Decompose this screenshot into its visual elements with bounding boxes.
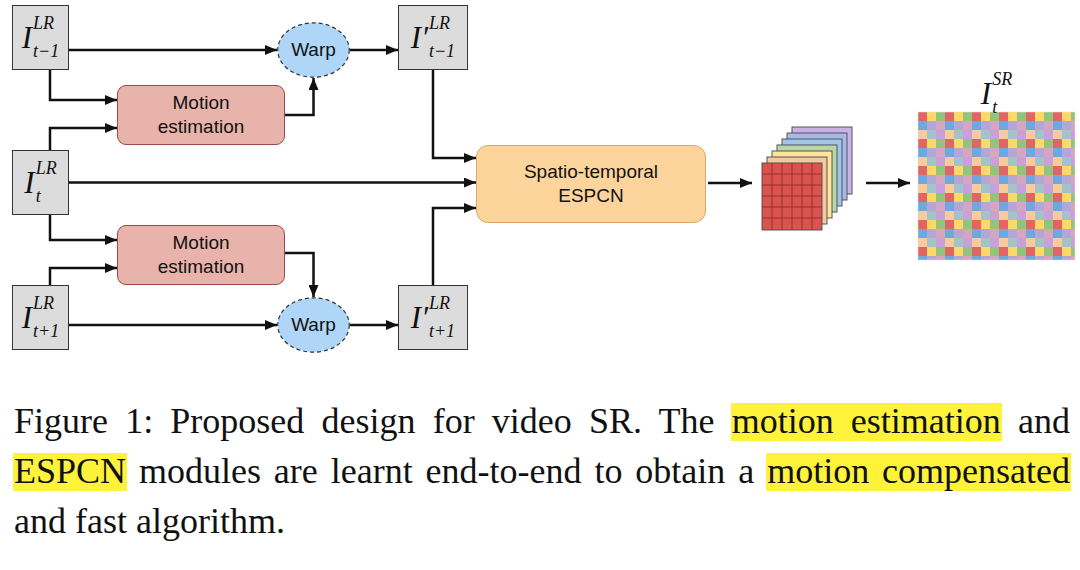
node-label: Warp: [291, 313, 336, 337]
sr-output-heading: ISR t: [918, 70, 1075, 129]
subscript: t: [992, 98, 1012, 117]
arrow-connector: [69, 181, 476, 184]
node-content: Motion estimation: [141, 91, 261, 139]
math-scripts: SR t: [992, 70, 1012, 117]
math-scripts: LR t−1: [429, 14, 455, 61]
node-label: Spatio-temporal ESPCN: [509, 160, 674, 208]
feature-stack: [762, 127, 852, 230]
math-scripts: LR t: [36, 159, 57, 206]
math-scripts: LR t−1: [33, 14, 59, 61]
warped-frame: I′LR t−1: [398, 5, 468, 70]
superscript: LR: [36, 159, 57, 178]
math-symbol: I′: [411, 22, 428, 53]
input-frame: ILR t+1: [12, 285, 69, 350]
math-symbol: I: [22, 22, 32, 53]
math-symbol: I: [24, 167, 34, 198]
figure-caption: Figure 1: Proposed design for video SR. …: [14, 396, 1070, 546]
node-content: ILR t: [24, 159, 56, 206]
node-content: Warp: [291, 313, 336, 337]
node-content: ILR t−1: [22, 14, 59, 61]
ellipse-shape: [278, 23, 350, 77]
node-label: Motion estimation: [141, 231, 261, 279]
superscript: LR: [33, 294, 59, 313]
espcn-box: Spatio-temporal ESPCN: [476, 145, 706, 223]
motion-estimation-box: Motion estimation: [117, 85, 285, 145]
math-scripts: LR t+1: [33, 294, 59, 341]
output-arrow: [866, 182, 910, 185]
node-content: Motion estimation: [141, 231, 261, 279]
arrow-connector: [285, 78, 314, 115]
arrow-connector: [285, 253, 314, 297]
ellipse-shape: [278, 298, 350, 352]
subscript: t−1: [33, 42, 59, 61]
warped-frame: I′LR t+1: [398, 285, 468, 350]
math-symbol: I: [22, 302, 32, 333]
superscript: LR: [429, 294, 455, 313]
arrow-connector: [433, 208, 476, 285]
arrow-connector: [50, 128, 117, 150]
arrow-connector: [350, 49, 398, 52]
node-label: Motion estimation: [141, 91, 261, 139]
node-content: I′LR t−1: [411, 14, 455, 61]
node-label: Warp: [291, 38, 336, 62]
math-symbol: I′: [411, 302, 428, 333]
node-content: Warp: [291, 38, 336, 62]
input-frame: ILR t: [12, 150, 69, 215]
math-symbol: I: [981, 78, 991, 109]
arrow-connector: [50, 215, 117, 240]
input-frame: ILR t−1: [12, 5, 69, 70]
node-content: ILR t+1: [22, 294, 59, 341]
warp-ellipse: Warp: [277, 297, 350, 353]
subscript: t−1: [429, 42, 455, 61]
arrow-connector: [69, 324, 277, 327]
motion-estimation-box: Motion estimation: [117, 225, 285, 285]
arrow-connector: [433, 70, 476, 158]
subscript: t: [36, 187, 57, 206]
arrow-connector: [50, 268, 117, 285]
subscript: t+1: [33, 322, 59, 341]
arrow-connector: [50, 70, 117, 100]
sr-output-image: [918, 112, 1075, 260]
subscript: t+1: [429, 322, 455, 341]
node-content: Spatio-temporal ESPCN: [509, 160, 674, 208]
warp-ellipse: Warp: [277, 22, 350, 78]
node-content: ISR t: [981, 70, 1012, 117]
output-arrow: [708, 182, 752, 185]
math-scripts: LR t+1: [429, 294, 455, 341]
superscript: SR: [992, 70, 1012, 89]
superscript: LR: [33, 14, 59, 33]
arrow-connector: [69, 49, 277, 52]
arrow-connector: [350, 324, 398, 327]
superscript: LR: [429, 14, 455, 33]
node-content: I′LR t+1: [411, 294, 455, 341]
